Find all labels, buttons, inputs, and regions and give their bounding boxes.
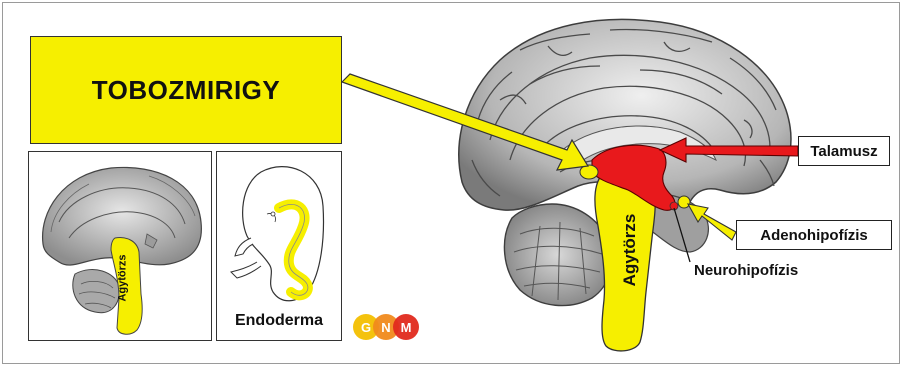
adenohipofizis-text: Adenohipofízis: [760, 227, 868, 244]
logo-letter-n: N: [381, 320, 390, 335]
agytorzs-main-label: Agytörzs: [620, 210, 640, 290]
small-brain-illustration: [29, 152, 213, 342]
talamusz-label: Talamusz: [798, 136, 890, 166]
logo-letter-g: G: [361, 320, 371, 335]
talamusz-text: Talamusz: [810, 143, 877, 160]
neurohipofizis-label: Neurohipofízis: [694, 262, 798, 279]
endoderma-label: Endoderma: [216, 312, 342, 330]
title-box: TOBOZMIRIGY: [30, 36, 342, 144]
adenohipofizis-label: Adenohipofízis: [736, 220, 892, 250]
title: TOBOZMIRIGY: [92, 75, 280, 106]
gnm-logo: G N M: [350, 312, 436, 342]
small-agytorzs-label: Agytörzs: [117, 254, 129, 301]
logo-letter-m: M: [401, 320, 412, 335]
small-brain-panel: Agytörzs: [28, 151, 212, 341]
gnm-logo-mark: G N M: [350, 312, 436, 342]
